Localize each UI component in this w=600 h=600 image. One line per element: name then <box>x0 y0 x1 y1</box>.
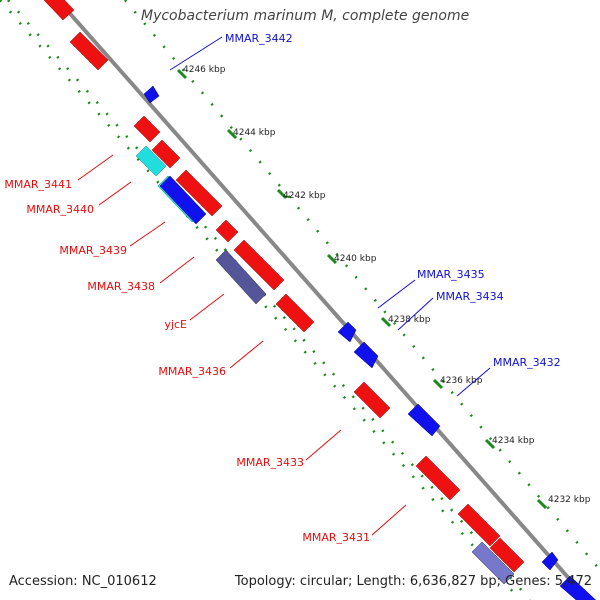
ruler-tick-mark <box>276 188 288 200</box>
forward-strand-genes <box>40 0 525 573</box>
gene-feature[interactable] <box>151 139 181 169</box>
gene-feature[interactable] <box>559 575 600 600</box>
gene-feature[interactable] <box>489 537 525 573</box>
gene-label-reverse[interactable]: MMAR_3434 <box>436 290 504 303</box>
gene-feature[interactable] <box>175 169 223 217</box>
gene-feature[interactable] <box>133 115 161 143</box>
gene-label-forward[interactable]: MMAR_3438 <box>87 280 155 293</box>
leader-lines-forward <box>77 154 407 536</box>
accession-label: Accession: NC_010612 <box>9 574 157 589</box>
leader-lines-reverse <box>169 36 491 397</box>
gene-feature[interactable] <box>40 0 75 21</box>
leader-line <box>169 36 223 71</box>
gene-feature[interactable] <box>215 219 239 243</box>
gene-label-forward[interactable]: MMAR_3441 <box>4 178 72 191</box>
gene-label-forward[interactable]: MMAR_3439 <box>59 244 127 257</box>
gene-feature[interactable] <box>353 381 391 419</box>
leader-line <box>305 429 342 461</box>
leader-line <box>377 279 416 309</box>
leader-line <box>456 367 491 397</box>
gene-label-forward[interactable]: MMAR_3431 <box>302 531 370 544</box>
gene-feature[interactable] <box>233 239 285 291</box>
ruler-tick-marks <box>176 68 548 510</box>
gene-feature[interactable] <box>415 455 461 501</box>
gene-feature[interactable] <box>143 85 160 104</box>
ruler-tick-label: 4246 kbp <box>183 65 226 75</box>
gene-feature[interactable] <box>337 321 357 343</box>
gene-label-forward[interactable]: yjcE <box>164 318 187 331</box>
leader-line <box>159 256 195 284</box>
ruler-tick-label: 4244 kbp <box>233 128 276 138</box>
inner-dotted-guide <box>0 0 521 600</box>
ruler-tick-label: 4234 kbp <box>492 436 535 446</box>
leader-line <box>77 154 114 181</box>
ruler-tick-mark <box>380 316 392 328</box>
ruler-tick-label: 4236 kbp <box>440 376 483 386</box>
genome-backbone <box>56 0 590 600</box>
gene-feature[interactable] <box>457 503 501 547</box>
ruler-tick-label: 4232 kbp <box>548 495 591 505</box>
ruler-tick-mark <box>536 498 548 510</box>
gene-feature[interactable] <box>69 31 109 71</box>
reverse-strand-genes <box>143 85 600 600</box>
leader-line <box>189 293 225 321</box>
gene-feature[interactable] <box>215 249 267 305</box>
gene-feature[interactable] <box>135 145 167 177</box>
gene-feature[interactable] <box>541 551 559 571</box>
ruler-tick-mark <box>176 68 188 80</box>
gene-label-reverse[interactable]: MMAR_3432 <box>493 356 561 369</box>
ruler-tick-mark <box>484 438 496 450</box>
gene-label-reverse[interactable]: MMAR_3442 <box>225 32 293 45</box>
leader-line <box>371 504 407 536</box>
gene-feature[interactable] <box>159 175 207 225</box>
genome-summary: Topology: circular; Length: 6,636,827 bp… <box>234 574 592 589</box>
ruler-tick-mark <box>326 253 338 265</box>
gene-label-reverse[interactable]: MMAR_3435 <box>417 268 485 281</box>
gene-label-forward[interactable]: MMAR_3436 <box>158 365 226 378</box>
leader-line <box>397 297 434 331</box>
gene-feature[interactable] <box>275 293 315 333</box>
leader-line <box>229 340 264 369</box>
ruler-tick-label: 4242 kbp <box>283 191 326 201</box>
outer-dotted-guide <box>124 0 600 571</box>
purple-genes <box>215 249 515 585</box>
gene-label-forward[interactable]: MMAR_3440 <box>26 203 94 216</box>
gene-label-forward[interactable]: MMAR_3433 <box>236 456 304 469</box>
gene-feature[interactable] <box>471 541 515 585</box>
leader-line <box>98 181 132 206</box>
ruler-tick-mark <box>226 128 238 140</box>
ruler-tick-mark <box>432 378 444 390</box>
ruler-tick-label: 4240 kbp <box>334 254 377 264</box>
gene-feature[interactable] <box>407 403 441 437</box>
leader-line <box>129 221 166 247</box>
gene-feature[interactable] <box>353 341 379 369</box>
map-title: Mycobacterium marinum M, complete genome <box>141 8 470 24</box>
